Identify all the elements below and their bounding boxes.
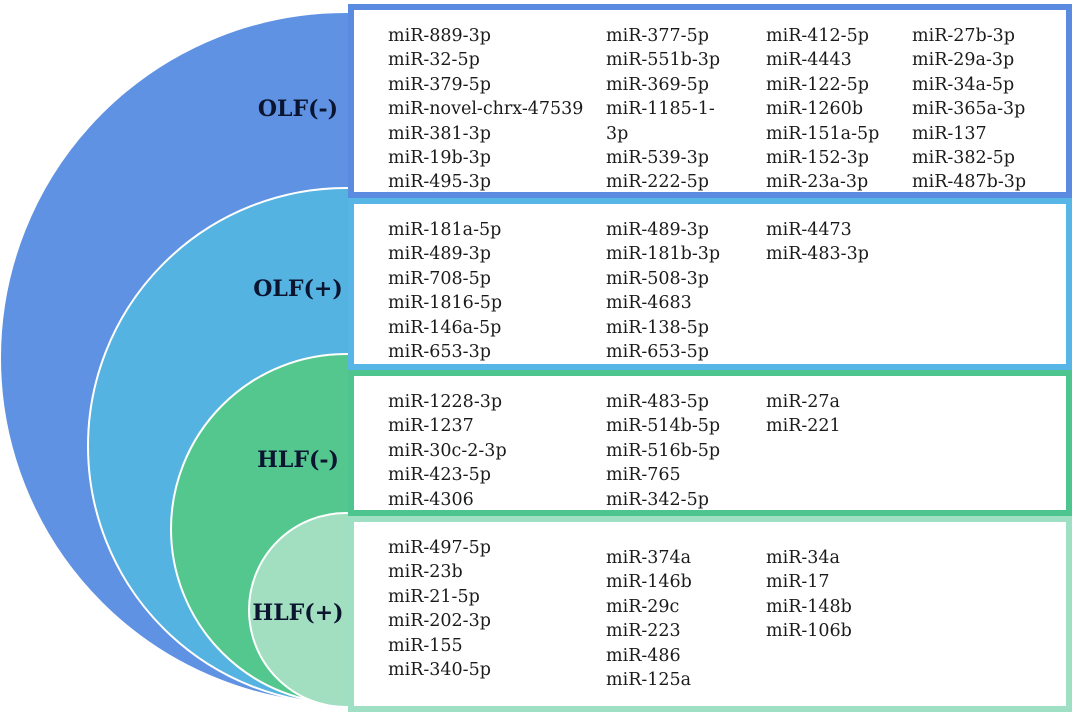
panel-olf-neg: miR-889-3p miR-32-5p miR-379-5p miR-novel-c… [348, 4, 1072, 198]
mirna-column: miR-181a-5p miR-489-3p miR-708-5p miR-1816-… [388, 218, 502, 364]
mirna-item: miR-423-5p [388, 465, 491, 486]
mirna-column: miR-27a miR-221 [766, 390, 841, 439]
mirna-item: miR-27a [766, 392, 840, 412]
mirna-item: miR-125a [606, 669, 692, 690]
mirna-item: miR-34a [766, 548, 840, 568]
mirna-item: miR-369-5p [606, 74, 709, 95]
mirna-item: miR-223 [606, 621, 681, 642]
mirna-item: miR-1816-5p [388, 293, 503, 314]
mirna-item: miR-138-5p [606, 317, 709, 338]
mirna-item: miR-146b [606, 572, 692, 593]
mirna-item: miR-483-3p [766, 244, 869, 265]
mirna-column: miR-889-3p miR-32-5p miR-379-5p miR-novel-c… [388, 24, 583, 195]
mirna-item: miR-708-5p [388, 268, 491, 289]
mirna-item: miR-1237 [388, 416, 474, 437]
mirna-column: miR-489-3p miR-181b-3p miR-508-3p miR-4683 m… [606, 218, 720, 364]
mirna-item: miR-4306 [388, 489, 474, 510]
mirna-item: miR-4683 [606, 293, 692, 314]
mirna-item: miR-374a [606, 548, 692, 568]
mirna-item: miR-148b [766, 596, 852, 617]
mirna-item: miR-23b [388, 562, 463, 583]
mirna-item: miR-381-3p [388, 123, 491, 144]
panel-hlf-pos: miR-497-5p miR-23b miR-21-5p miR-202-3p miR-… [348, 516, 1072, 712]
mirna-item: miR-514b-5p [606, 416, 721, 437]
mirna-item: miR-483-5p [606, 392, 709, 412]
mirna-item: miR-30c-2-3p [388, 440, 507, 461]
mirna-item: miR-539-3p [606, 147, 709, 168]
mirna-item: miR-137 [912, 123, 987, 144]
mirna-item: miR-23a-3p [766, 172, 869, 193]
mirna-column: miR-412-5p miR-4443 miR-122-5p miR-1260b miR… [766, 24, 879, 195]
mirna-item: miR-551b-3p [606, 50, 721, 71]
mirna-item: miR-379-5p [388, 74, 491, 95]
mirna-item: miR-19b-3p [388, 147, 492, 168]
mirna-column: miR-34a miR-17 miR-148b miR-106b [766, 546, 852, 644]
mirna-item: miR-221 [766, 416, 841, 437]
mirna-item: miR-146a-5p [388, 317, 502, 338]
mirna-item: 3p [606, 123, 629, 144]
mirna-item: miR-21-5p [388, 586, 480, 607]
mirna-item: miR-765 [606, 465, 681, 486]
mirna-item: miR-412-5p [766, 26, 869, 46]
mirna-column: miR-4473 miR-483-3p [766, 218, 869, 267]
mirna-item: miR-342-5p [606, 489, 709, 510]
mirna-item: miR-486 [606, 645, 681, 666]
mirna-item: miR-489-3p [388, 244, 491, 265]
mirna-column: miR-27b-3p miR-29a-3p miR-34a-5p miR-365a-3… [912, 24, 1026, 195]
group-label-hlf-neg: HLF(-) [257, 447, 339, 473]
group-label-olf-neg: OLF(-) [257, 96, 339, 122]
mirna-item: miR-202-3p [388, 611, 491, 632]
mirna-item: miR-4473 [766, 220, 852, 240]
mirna-item: miR-155 [388, 635, 463, 656]
mirna-item: miR-181b-3p [606, 244, 721, 265]
mirna-item: miR-340-5p [388, 659, 491, 680]
group-label-hlf-pos: HLF(+) [252, 600, 344, 626]
mirna-column: miR-1228-3p miR-1237 miR-30c-2-3p miR-423-5… [388, 390, 507, 512]
mirna-item: miR-32-5p [388, 50, 480, 71]
group-label-olf-pos: OLF(+) [253, 276, 343, 302]
mirna-item: miR-497-5p [388, 538, 491, 558]
mirna-item: miR-1260b [766, 99, 864, 120]
mirna-item: miR-106b [766, 621, 852, 642]
mirna-item: miR-29c [606, 596, 680, 617]
mirna-item: miR-377-5p [606, 26, 709, 46]
mirna-item: miR-17 [766, 572, 830, 593]
mirna-item: miR-181a-5p [388, 220, 502, 240]
mirna-item: miR-653-3p [388, 341, 491, 362]
mirna-item: miR-27b-3p [912, 26, 1016, 46]
mirna-item: miR-382-5p [912, 147, 1015, 168]
mirna-item: miR-889-3p [388, 26, 491, 46]
mirna-item: miR-489-3p [606, 220, 709, 240]
mirna-item: miR-508-3p [606, 268, 709, 289]
panel-hlf-neg: miR-1228-3p miR-1237 miR-30c-2-3p miR-423-5… [348, 370, 1072, 516]
mirna-item: miR-495-3p [388, 172, 491, 193]
mirna-item: miR-122-5p [766, 74, 869, 95]
mirna-item: miR-34a-5p [912, 74, 1015, 95]
mirna-item: miR-29a-3p [912, 50, 1015, 71]
mirna-column: miR-374a miR-146b miR-29c miR-223 miR-486 miR… [606, 546, 692, 692]
mirna-item: miR-4443 [766, 50, 852, 71]
mirna-column: miR-483-5p miR-514b-5p miR-516b-5p miR-765 m… [606, 390, 720, 512]
mirna-item: miR-1185-1- [606, 99, 715, 120]
mirna-item: miR-152-3p [766, 147, 869, 168]
mirna-item: miR-222-5p [606, 172, 709, 193]
mirna-column: miR-377-5p miR-551b-3p miR-369-5p miR-1185-… [606, 24, 720, 195]
mirna-column: miR-497-5p miR-23b miR-21-5p miR-202-3p miR-… [388, 536, 491, 682]
mirna-item: miR-novel-chrx-47539 [388, 99, 584, 120]
mirna-item: miR-151a-5p [766, 123, 880, 144]
panel-olf-pos: miR-181a-5p miR-489-3p miR-708-5p miR-1816-… [348, 198, 1072, 370]
mirna-item: miR-487b-3p [912, 172, 1027, 193]
mirna-item: miR-1228-3p [388, 392, 503, 412]
mirna-item: miR-516b-5p [606, 440, 721, 461]
mirna-item: miR-365a-3p [912, 99, 1026, 120]
mirna-item: miR-653-5p [606, 341, 709, 362]
